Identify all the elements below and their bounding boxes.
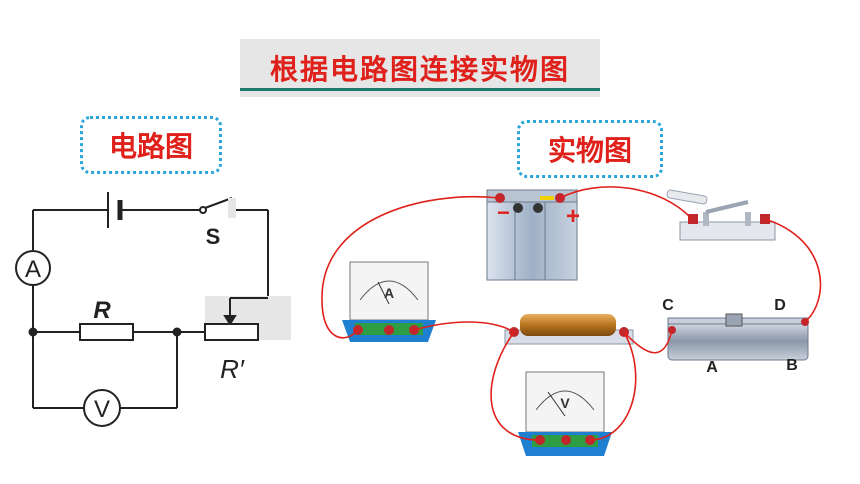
physical-label: 实物图 (547, 134, 632, 167)
wire-resistor-to-voltmeter-left (490, 331, 541, 441)
physical-label-box: 实物图 (517, 120, 663, 178)
title-underline (240, 88, 600, 91)
ammeter-face-letter: A (384, 285, 394, 301)
ammeter-letter: A (25, 256, 41, 283)
voltmeter-face-letter: V (560, 395, 570, 411)
page-title: 根据电路图连接实物图 (269, 53, 570, 86)
physical-wires (321, 186, 822, 441)
rheostat-terminal-a: A (706, 359, 718, 376)
switch-blade (204, 197, 233, 209)
switch-pivot (199, 206, 207, 214)
rheostat-coil (667, 321, 809, 361)
switch-contact-bg (228, 198, 236, 218)
title-banner: 根据电路图连接实物图 (240, 39, 600, 97)
schematic-label: 电路图 (108, 130, 193, 163)
rheostat-terminal-c: C (662, 297, 674, 314)
resistor-coil (520, 314, 616, 336)
wire-resistor-to-rheostat (623, 329, 673, 354)
ammeter-device (342, 261, 436, 342)
resistor-body (79, 323, 134, 341)
rheostat-arrow (223, 315, 237, 326)
wire-battery-to-ammeter (321, 195, 501, 339)
voltmeter-device (518, 371, 612, 456)
rheostat-label: R′ (220, 354, 245, 384)
wire-ammeter-to-resistor (413, 321, 515, 333)
knife-switch (666, 189, 776, 241)
voltmeter-letter: V (94, 396, 110, 423)
switch-base (679, 221, 776, 241)
fixed-resistor-device (504, 314, 634, 345)
wire-switch-to-rheostat (764, 218, 822, 323)
battery-body (486, 199, 578, 281)
battery-minus-sign: − (497, 200, 510, 225)
wire-resistor-to-voltmeter-right (589, 331, 637, 441)
battery-pack (486, 189, 578, 281)
switch-label: S (206, 224, 221, 249)
rheostat-body (204, 323, 259, 341)
schematic-diagram (15, 192, 291, 427)
wire-battery-to-switch (559, 186, 693, 220)
resistor-label: R (93, 297, 111, 324)
ammeter-face (349, 261, 429, 321)
battery-plus-sign: + (566, 203, 580, 230)
junction-dot (28, 327, 38, 337)
schematic-label-box: 电路图 (80, 116, 222, 174)
rheostat-device (667, 313, 809, 361)
rheostat-terminal-b: B (786, 357, 798, 374)
rheostat-terminal-d: D (774, 297, 786, 314)
voltmeter-face (525, 371, 605, 433)
